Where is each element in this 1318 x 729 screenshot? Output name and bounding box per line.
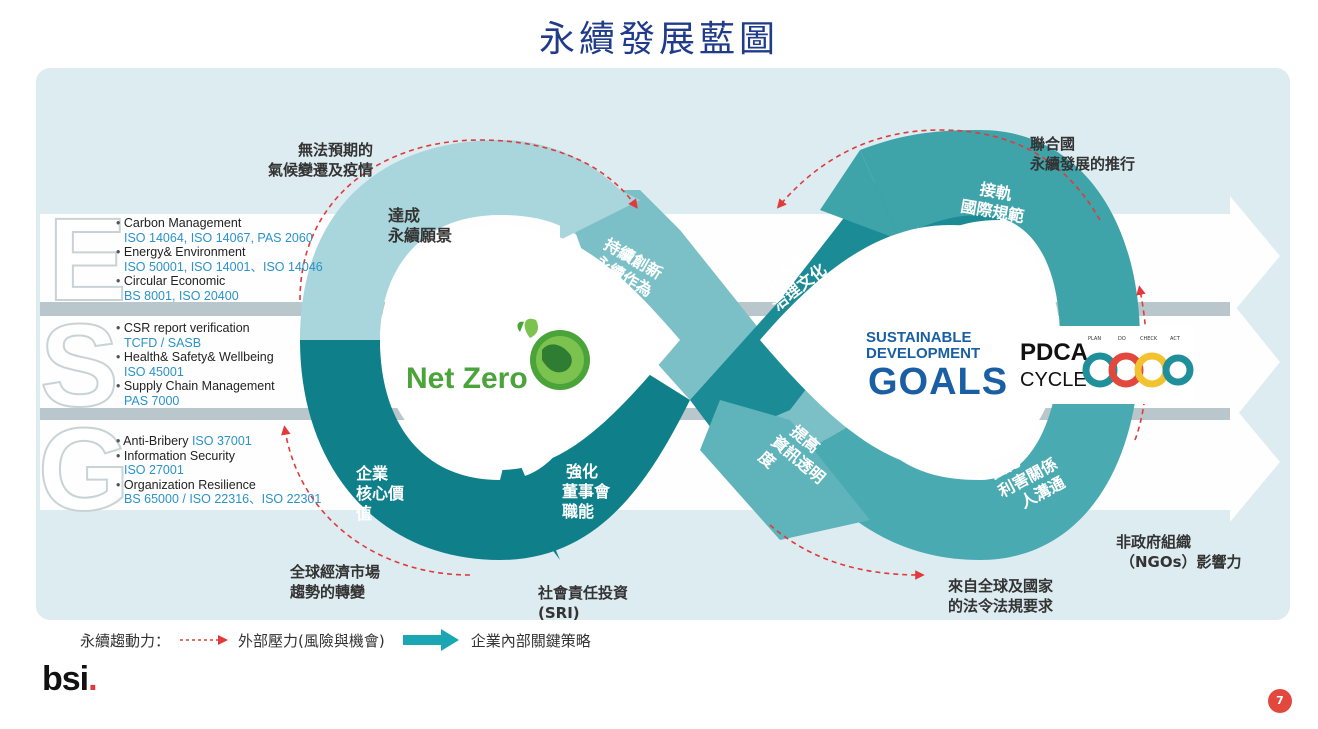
sdg-logo: SUSTAINABLE DEVELOPMENT GOALS [866,329,1008,403]
pdca-cycle-box: PDCA CYCLE PLAN DO CHECK ACT [1012,326,1194,404]
label-board-line1: 強化 [566,462,599,481]
bsi-logo: bsi. [42,660,98,699]
e-item-std: ISO 50001, ISO 14001、ISO 14046 [124,259,323,274]
g-item-label: Anti-Bribery ISO 37001 [116,434,321,449]
label-sri-line1: 社會責任投資 [538,584,629,602]
label-un: 聯合國 永續發展的推行 [1030,134,1135,174]
letter-e: E [48,194,127,326]
legend-prefix: 永續趨動力： [80,631,171,650]
label-law-line1: 來自全球及國家 [948,577,1054,595]
label-market-line2: 趨勢的轉變 [290,583,366,601]
left-lens [380,225,680,470]
s-item-std: PAS 7000 [124,393,180,408]
g-item-std: BS 65000 / ISO 22316、ISO 22301 [124,492,322,506]
letter-s: S [40,300,119,432]
label-vision: 達成 永續願景 [388,206,452,246]
pdca-act: ACT [1170,336,1181,342]
label-climate-line1: 無法預期的 [298,141,374,159]
page-title: 永續發展藍圖 [538,19,779,60]
label-core-line3: 值 [356,504,373,523]
label-un-line1: 聯合國 [1030,135,1076,153]
right-lens [760,225,1060,470]
sdg-line1: SUSTAINABLE [866,329,972,346]
e-items: Carbon Management ISO 14064, ISO 14067, … [116,216,323,303]
pdca-do: DO [1118,336,1126,342]
e-item-label: Circular Economic [116,274,323,289]
g-item-label-text: Anti-Bribery [123,434,189,448]
left-loop-light [300,140,640,340]
s-item-label: Supply Chain Management [116,379,275,394]
cross-band-innovate [560,190,880,470]
pdca-sub: CYCLE [1020,369,1087,391]
letter-g: G [38,404,130,536]
legend-external: 外部壓力(風險與機會) [238,631,385,650]
arc-market [281,425,471,576]
s-item-label: Health& Safety& Wellbeing [116,350,275,365]
right-loop-bottom [790,340,1140,560]
g-items: Anti-Bribery ISO 37001 Information Secur… [116,434,321,507]
sdg-line3: GOALS [868,361,1008,403]
legend-teal-arrow-icon [402,629,459,651]
label-climate-line2: 氣候變遷及疫情 [268,161,374,179]
sdg-line2: DEVELOPMENT [866,345,980,362]
label-core-line2: 核心價 [356,484,405,503]
label-vision-line1: 達成 [388,206,421,225]
pdca-plan: PLAN [1088,336,1101,342]
label-market-line1: 全球經濟市場 [290,563,381,581]
label-core-line1: 企業 [356,464,389,483]
infinity-loop [300,130,1140,560]
e-item-label: Carbon Management [116,216,323,231]
label-un-line2: 永續發展的推行 [1030,155,1136,173]
e-item-label: Energy& Environment [116,245,323,260]
label-ngo-line1: 非政府組織 [1116,533,1192,551]
flow-arrowhead-3 [500,440,560,560]
pdca-title: PDCA [1020,339,1088,366]
cross-band-transparency [700,400,870,540]
esg-letters: E S G [37,193,131,537]
arc-law [769,524,925,580]
s-item-std: ISO 45001 [124,364,184,379]
g-item-std-inline: ISO 37001 [191,434,252,448]
label-core: 企業 核心價 值 [356,464,404,524]
label-climate: 無法預期的 氣候變遷及疫情 [268,140,374,180]
net-zero-logo: Net Zero [406,318,590,395]
label-ngo-line2: （NGOs）影響力 [1120,553,1242,571]
legend-internal: 企業內部關鍵策略 [470,631,591,650]
pdca-act-ring [1162,354,1194,386]
net-zero-text: Net Zero [406,362,528,395]
label-sri: 社會責任投資 (SRI) [538,583,628,623]
s-item-std: TCFD / SASB [124,335,202,350]
g-item-std: ISO 27001 [124,463,184,477]
label-law-line2: 的法令法規要求 [948,597,1054,615]
g-item-label: Information Security [116,449,321,464]
right-loop-top [860,130,1140,340]
e-item-std: ISO 14064, ISO 14067, PAS 2060 [124,230,313,245]
e-item-std: BS 8001, ISO 20400 [124,288,239,303]
page-number-badge: 7 [1268,689,1292,713]
label-market: 全球經濟市場 趨勢的轉變 [290,562,380,602]
label-board: 強化 董事會 職能 [562,462,610,522]
arc-un [776,129,1101,221]
pdca-check: CHECK [1140,336,1158,342]
legend-dashed-arrow-icon [180,635,229,645]
label-board-line3: 職能 [562,502,595,521]
label-vision-line2: 永續願景 [388,226,453,245]
s-item-label: CSR report verification [116,321,275,336]
label-ngo: 非政府組織 （NGOs）影響力 [1116,532,1242,572]
label-law: 來自全球及國家 的法令法規要求 [948,576,1053,616]
flow-arrowhead-1 [560,160,640,240]
s-items: CSR report verification TCFD / SASB Heal… [116,321,275,408]
pdca-graphic: PDCA CYCLE PLAN DO CHECK ACT [1020,336,1194,391]
label-board-line2: 董事會 [562,482,611,501]
flow-arrowhead-2 [820,150,900,240]
label-sri-line2: (SRI) [538,604,580,622]
bsi-logo-text: bsi [42,660,89,698]
g-item-label: Organization Resilience [116,478,321,493]
legend: 永續趨動力： 外部壓力(風險與機會) 企業內部關鍵策略 [80,628,599,652]
bsi-logo-dot: . [88,660,98,698]
